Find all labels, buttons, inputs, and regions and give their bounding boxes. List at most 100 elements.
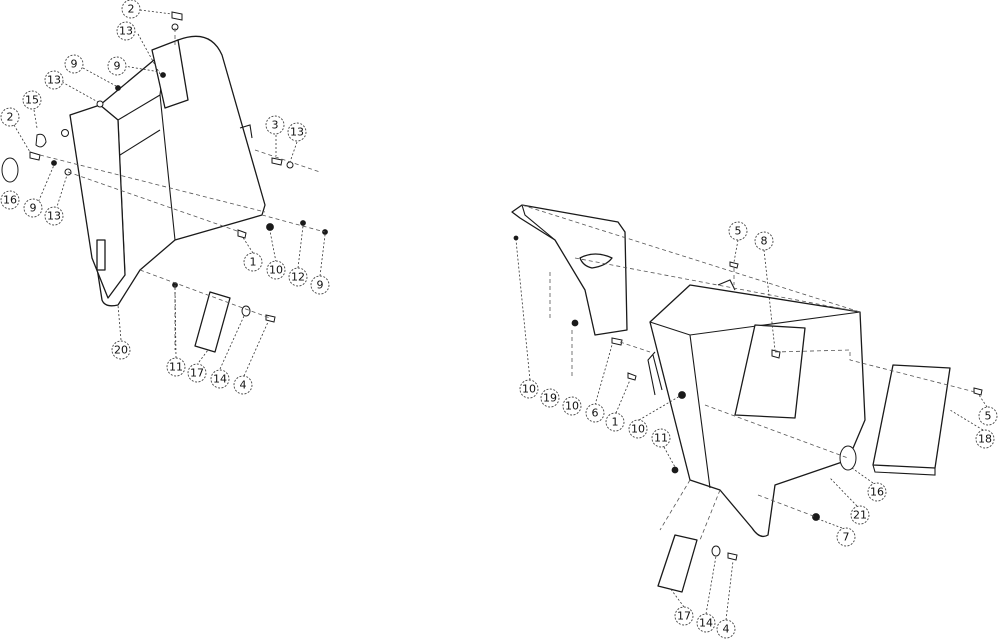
callout: 14 [210,369,230,389]
svg-text:9: 9 [71,58,78,71]
svg-text:12: 12 [291,271,305,284]
callout: 10 [519,379,539,399]
callout: 4 [716,619,736,639]
callout: 16 [0,190,20,210]
left-flange-slot [96,239,106,271]
nut-12-left [300,220,306,226]
bolt-1-left [237,229,247,239]
callout: 17 [674,606,694,626]
right-hardware [513,235,983,593]
svg-text:2: 2 [128,3,135,16]
right-upper-side-panel [511,204,628,336]
callout: 9 [23,198,43,218]
svg-text:5: 5 [735,225,742,238]
svg-text:4: 4 [723,623,730,636]
cover-plate-18-lip [872,464,936,476]
svg-text:14: 14 [699,617,713,630]
callout: 14 [696,613,716,633]
svg-text:21: 21 [853,509,867,522]
callout: 5 [978,406,998,426]
svg-text:10: 10 [269,264,283,277]
svg-text:19: 19 [543,392,557,405]
svg-text:13: 13 [290,126,304,139]
svg-text:11: 11 [654,432,668,445]
callout: 19 [540,388,560,408]
svg-text:17: 17 [190,367,204,380]
svg-text:17: 17 [677,610,691,623]
svg-text:2: 2 [7,111,14,124]
grommet-15 [35,133,47,148]
svg-text:13: 13 [47,210,61,223]
cover-plate-18 [872,364,951,469]
stud-8 [771,349,781,359]
svg-text:8: 8 [761,235,768,248]
callout: 1 [605,412,625,432]
svg-text:1: 1 [612,416,619,429]
bolt-5-right [973,387,983,396]
svg-text:16: 16 [3,194,17,207]
left-assembly: 2 13 9 9 13 15 2 16 9 13 1 10 12 9 3 13 … [0,0,330,395]
left-side-tab [239,124,253,139]
nut-9-low [51,160,57,166]
callout: 1 [243,252,263,272]
plug-16-right [839,445,857,471]
svg-text:10: 10 [631,423,645,436]
nut-9-top [160,72,166,78]
callout: 12 [288,267,308,287]
right-panel-window [734,324,806,419]
nut-10-mid [571,319,579,327]
left-callouts: 2 13 9 9 13 15 2 16 9 13 1 10 12 9 3 13 … [0,0,330,395]
svg-text:7: 7 [843,531,850,544]
callout: 11 [166,357,186,377]
right-callout-leaders [515,239,988,621]
svg-text:9: 9 [114,60,121,73]
svg-text:9: 9 [30,202,37,215]
callout: 15 [22,90,42,110]
nut-10-right [678,391,686,399]
callout: 5 [728,221,748,241]
right-assembly-lines [521,204,976,541]
svg-text:4: 4 [240,379,247,392]
svg-text:20: 20 [114,344,128,357]
svg-text:18: 18 [978,433,992,446]
washer-13-right [286,161,294,169]
right-upper-side-fold [521,204,556,241]
callout: 13 [44,70,64,90]
bolt-5-top [729,261,739,269]
callout: 10 [562,396,582,416]
bolt-1-right [627,372,637,381]
svg-text:10: 10 [565,400,579,413]
washer-13-mid [96,100,104,108]
callout: 9 [107,56,127,76]
bolt-4-left [265,314,276,323]
bolt-3 [271,157,283,166]
svg-text:10: 10 [522,383,536,396]
callout: 20 [111,340,131,360]
washer-13-left [61,129,69,137]
svg-text:3: 3 [272,119,279,132]
plate-17-right [657,534,698,593]
nut-9-mid [115,85,121,91]
bolt-6 [611,337,623,346]
left-top-bracket [151,39,189,109]
right-upper-side-cutout [579,253,613,269]
svg-text:1: 1 [250,256,257,269]
callout: 21 [850,505,870,525]
callout: 2 [121,0,141,19]
callout: 13 [116,21,136,41]
nut-7 [812,513,820,521]
callout: 6 [585,403,605,423]
callout: 9 [310,275,330,295]
nut-11-right [671,466,679,474]
svg-text:14: 14 [213,373,227,386]
callout: 11 [651,428,671,448]
right-assembly: 5 8 10 19 10 6 1 10 11 5 18 16 21 7 17 1… [511,204,998,639]
callout: 9 [64,54,84,74]
callout: 8 [754,231,774,251]
callout: 7 [836,527,856,547]
plate-17-left [194,291,231,353]
bolt-2-left [29,151,41,161]
right-panel-edges [647,311,861,489]
right-callouts: 5 8 10 19 10 6 1 10 11 5 18 16 21 7 17 1… [519,221,998,639]
